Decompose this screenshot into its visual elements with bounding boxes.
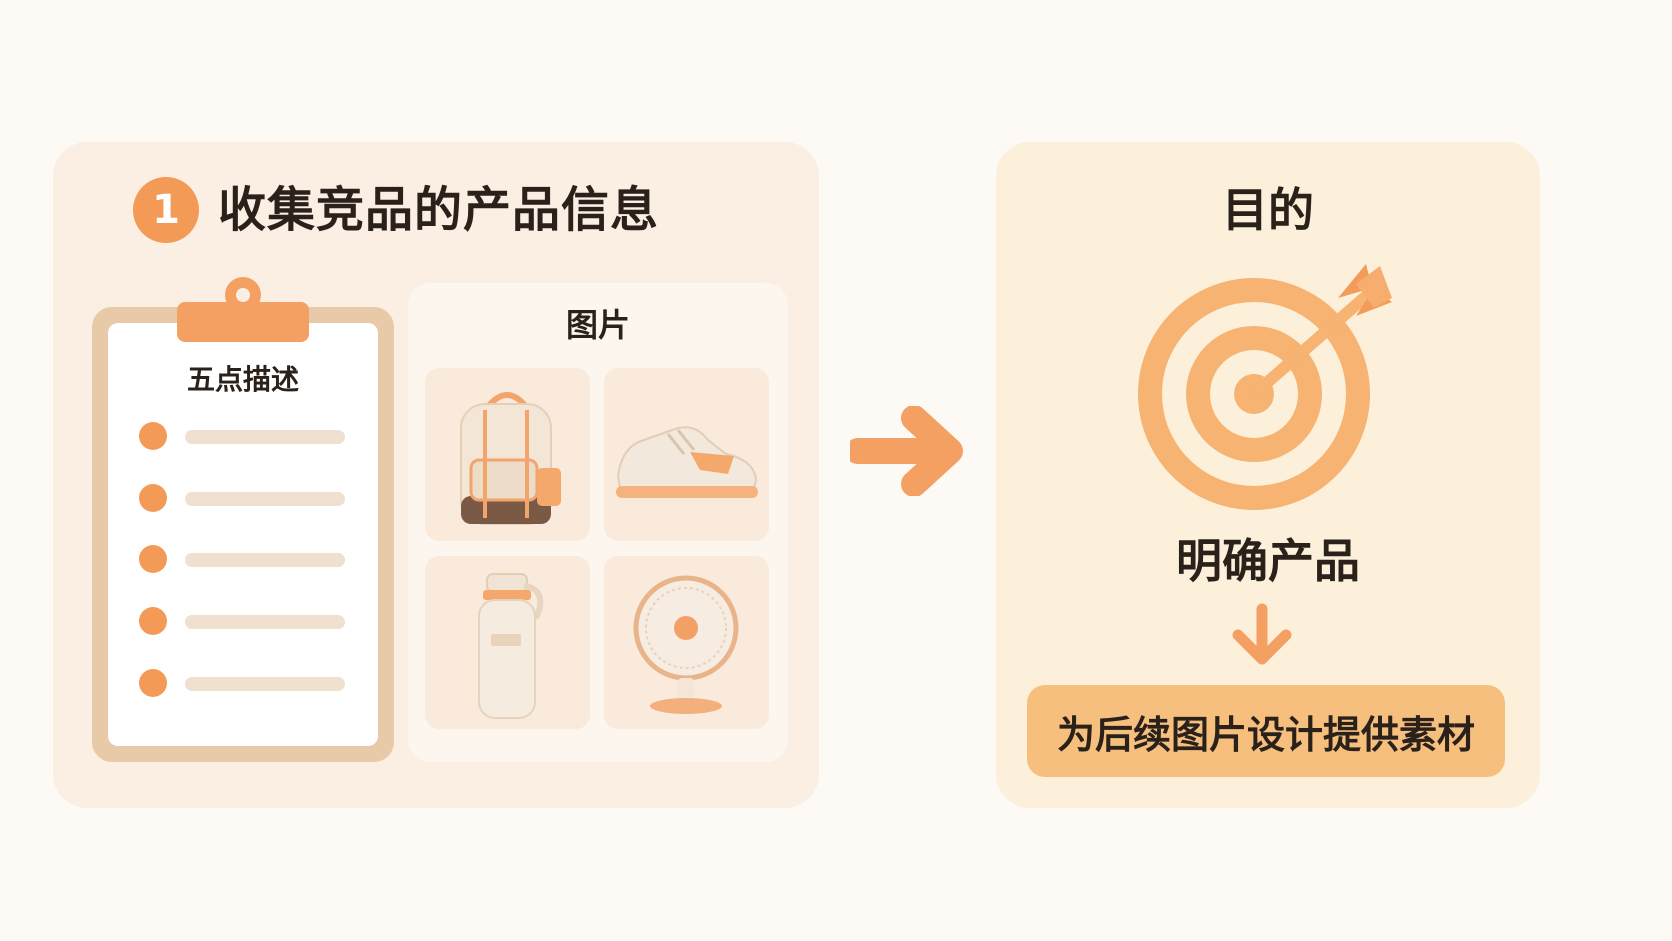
bullet-placeholder-line <box>185 553 345 567</box>
bullet-dot <box>139 607 167 635</box>
sneaker-icon <box>604 368 769 541</box>
bottle-icon <box>425 556 590 729</box>
bullet-item <box>139 422 345 450</box>
bullet-dot <box>139 545 167 573</box>
step-title: 收集竞品的产品信息 <box>218 182 660 238</box>
arrow-down-icon <box>1230 603 1294 669</box>
bullet-dot <box>139 669 167 697</box>
bullet-dot <box>139 484 167 512</box>
bullet-placeholder-line <box>185 492 345 506</box>
images-title: 图片 <box>565 306 630 344</box>
clipboard-clip <box>177 302 309 342</box>
bullet-item <box>139 484 345 512</box>
goal-title: 目的 <box>1222 183 1314 237</box>
backpack-icon <box>425 368 590 541</box>
goal-result-pill: 为后续图片设计提供素材 <box>1027 685 1505 777</box>
bullet-item <box>139 607 345 635</box>
fan-icon <box>604 556 769 729</box>
goal-subtitle: 明确产品 <box>1176 534 1360 588</box>
arrow-right-icon <box>845 405 968 497</box>
target-icon <box>1130 258 1410 518</box>
step-number-badge: 1 <box>133 177 199 243</box>
bullet-dot <box>139 422 167 450</box>
bullet-placeholder-line <box>185 615 345 629</box>
bullet-placeholder-line <box>185 677 345 691</box>
clipboard-clip-hole <box>236 288 250 302</box>
bullet-placeholder-line <box>185 430 345 444</box>
bullet-item <box>139 545 345 573</box>
bullet-item <box>139 669 345 697</box>
bullet-points-title: 五点描述 <box>186 363 299 396</box>
